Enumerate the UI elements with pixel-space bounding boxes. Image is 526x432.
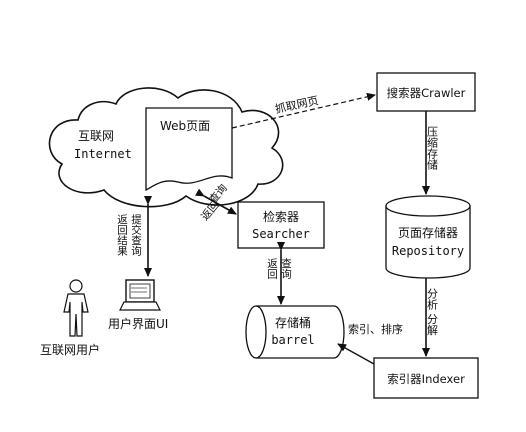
barrel-cylinder — [245, 305, 345, 359]
user-person-icon — [63, 279, 89, 337]
computer-monitor-icon — [119, 279, 161, 311]
barrel-label-en: barrel — [271, 333, 314, 347]
searcher-label-cn: 检索器 — [263, 209, 299, 224]
webpage-label: Web页面 — [160, 119, 210, 133]
repository-label-en: Repository — [392, 244, 464, 258]
indexer-label: 索引器Indexer — [387, 372, 465, 386]
user-ui-label: 用户界面UI — [108, 316, 168, 331]
barrel-label-cn: 存储桶 — [275, 315, 311, 330]
result-label: 返回结果 — [116, 214, 128, 257]
repository-label-cn: 页面存储器 — [398, 225, 458, 240]
user-label: 互联网用户 — [40, 342, 100, 357]
webpage-document — [145, 107, 233, 192]
indexer-box — [373, 357, 479, 399]
searcher-barrel-label-2: 返回 — [266, 258, 278, 280]
crawler-label: 搜索器Crawler — [387, 86, 466, 100]
analyze-label: 分析 分解 — [426, 288, 439, 336]
searcher-label-en: Searcher — [252, 227, 310, 241]
index-sort-label: 索引、排序 — [348, 322, 403, 336]
index-sort-arrow — [337, 343, 375, 365]
fetch-arrow — [231, 92, 376, 129]
internet-label-cn: 互联网 — [78, 129, 114, 143]
crawler-box — [376, 72, 476, 112]
query-return-arrow — [195, 188, 237, 215]
searcher-barrel-label-1: 查询 — [280, 257, 292, 280]
internet-label-en: Internet — [74, 147, 132, 161]
searcher-box — [237, 201, 325, 249]
submit-label: 提交查询 — [130, 214, 142, 257]
repository-cylinder — [385, 195, 471, 279]
compress-label: 压缩存储 — [426, 126, 439, 170]
